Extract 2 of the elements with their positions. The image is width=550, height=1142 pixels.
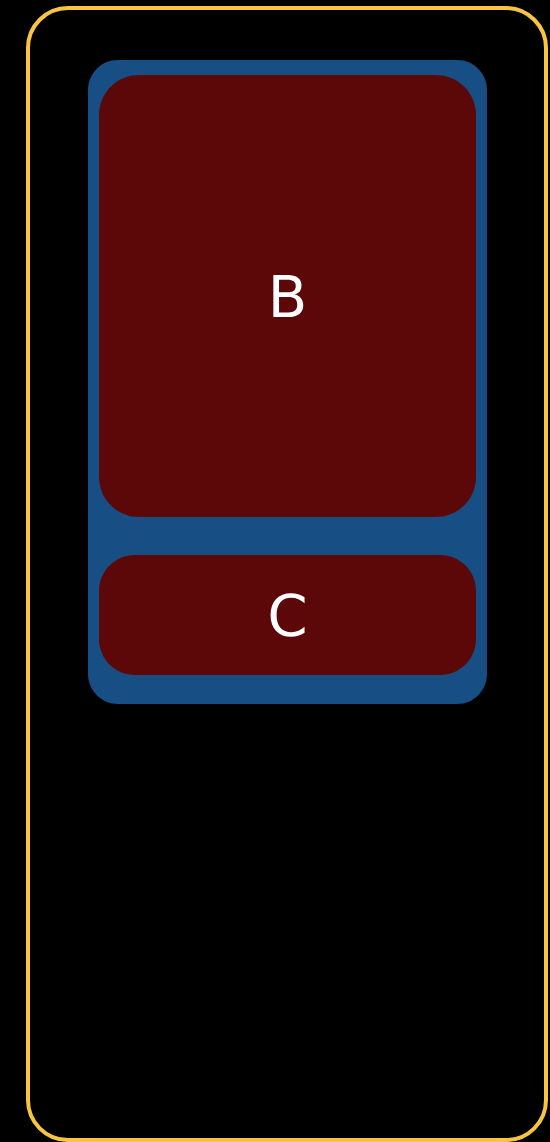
content-box: C xyxy=(99,555,476,675)
content-box: B xyxy=(99,75,476,517)
